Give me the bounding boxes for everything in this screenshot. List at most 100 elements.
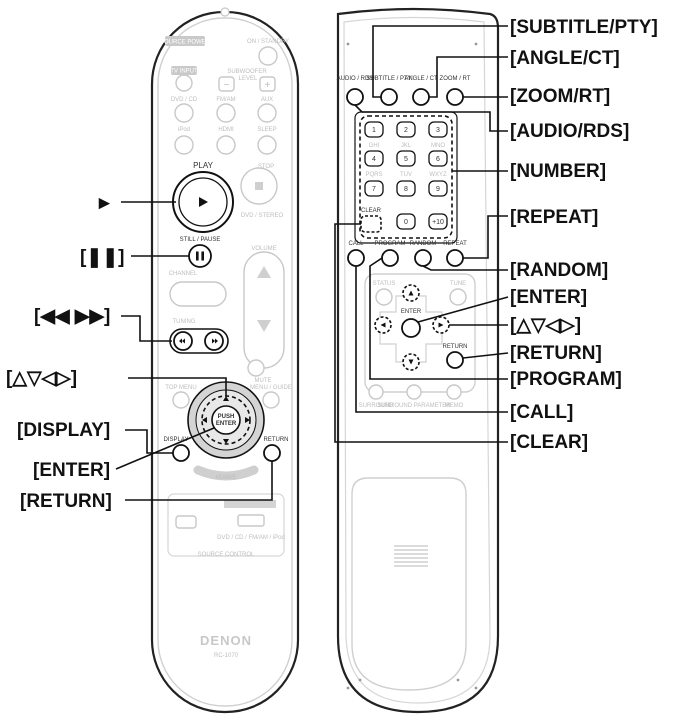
key-5[interactable] xyxy=(396,150,416,167)
tv-input-badge xyxy=(171,66,197,75)
skip-back-icon xyxy=(179,338,185,344)
subtitle-pty-label: SUBTITLE / PTY xyxy=(366,76,411,82)
volume-down-icon xyxy=(257,320,271,332)
right-remote-inner-edge xyxy=(343,16,491,704)
pause-icon-bar-left xyxy=(196,251,199,261)
source-power-label: SOURCE POWER xyxy=(160,40,211,46)
subwoofer-plus-button[interactable] xyxy=(259,76,276,92)
callout-random: [RANDOM] xyxy=(510,260,608,281)
source-switch[interactable] xyxy=(237,514,265,527)
cursor-down-icon xyxy=(223,439,229,444)
aux-label: AUX xyxy=(261,97,273,103)
left-remote-inner-edge xyxy=(157,17,293,707)
tune-button[interactable] xyxy=(449,288,467,306)
key-8[interactable] xyxy=(396,180,416,197)
screw-hole xyxy=(346,686,350,690)
dvd-cd-button[interactable] xyxy=(174,103,194,123)
surround-button[interactable] xyxy=(368,384,384,400)
leader-program xyxy=(369,257,508,380)
leader-angle xyxy=(429,56,508,98)
mute-label: MUTE xyxy=(255,378,272,384)
angle-ct-button[interactable] xyxy=(412,88,430,106)
leader-random xyxy=(422,265,508,271)
key-7[interactable] xyxy=(364,180,384,197)
screw-hole xyxy=(358,678,362,682)
key-6[interactable] xyxy=(428,150,448,167)
play-icon xyxy=(199,197,208,207)
menu-guide-button[interactable] xyxy=(262,391,280,409)
key-plus10[interactable] xyxy=(428,213,448,230)
leader-call xyxy=(355,266,508,413)
tv-input-label: TV INPUT xyxy=(170,69,198,75)
key-2[interactable] xyxy=(396,121,416,138)
fm-am-label: FM/AM xyxy=(216,97,235,103)
sleep-label: SLEEP xyxy=(257,127,276,133)
key-2-label: 2 xyxy=(404,127,408,134)
subwoofer-minus-button[interactable] xyxy=(218,76,235,92)
audio-rds-button[interactable] xyxy=(346,88,364,106)
subwoofer-label: SUBWOOFER xyxy=(227,69,267,75)
cursor-left-icon xyxy=(202,417,207,423)
repeat-label: REPEAT xyxy=(443,241,467,247)
leader-skip xyxy=(121,315,172,342)
clear-button[interactable] xyxy=(360,215,382,233)
display-button[interactable] xyxy=(172,444,190,462)
aux-button[interactable] xyxy=(257,103,277,123)
fm-am-button[interactable] xyxy=(216,103,236,123)
key-1[interactable] xyxy=(364,121,384,138)
callout-program: [PROGRAM] xyxy=(510,369,622,390)
hdmi-button[interactable] xyxy=(216,135,236,155)
source-control-panel xyxy=(167,493,285,557)
source-select-button[interactable] xyxy=(175,515,197,529)
source-power-badge xyxy=(165,36,205,46)
memo-button[interactable] xyxy=(446,384,462,400)
surround-parameter-button[interactable] xyxy=(406,384,422,400)
repeat-button[interactable] xyxy=(446,249,464,267)
stop-icon xyxy=(255,182,263,190)
return-key-button[interactable] xyxy=(446,351,464,369)
callout-repeat: [REPEAT] xyxy=(510,207,598,228)
left-callouts: ► [❚❚] [◀◀ ▶▶] [△▽◁▷] [DISPLAY] [ENTER] … xyxy=(6,193,273,512)
call-button[interactable] xyxy=(347,249,365,267)
key-9[interactable] xyxy=(428,180,448,197)
angle-ct-label: ANGLE / CT xyxy=(404,76,438,82)
callout-pause: [❚❚] xyxy=(80,247,125,268)
volume-label: VOLUME xyxy=(251,246,276,252)
key-3[interactable] xyxy=(428,121,448,138)
callout-cursor-left: [△▽◁▷] xyxy=(6,368,77,389)
play-label: PLAY xyxy=(193,161,214,170)
screw-hole xyxy=(474,686,478,690)
pause-button[interactable] xyxy=(188,244,212,268)
mute-button[interactable] xyxy=(247,359,265,377)
menu-guide-label: MENU / GUIDE xyxy=(250,385,292,391)
top-menu-button[interactable] xyxy=(172,391,190,409)
return-button[interactable] xyxy=(263,444,281,462)
enter-key-label: ENTER xyxy=(401,309,422,315)
callout-enter-left: [ENTER] xyxy=(33,460,110,481)
key-5-label: 5 xyxy=(404,156,408,163)
cursor-right-icon xyxy=(245,417,250,423)
status-label: STATUS xyxy=(373,281,396,287)
channel-rocker[interactable] xyxy=(169,281,227,307)
program-button[interactable] xyxy=(381,249,399,267)
key-0[interactable] xyxy=(396,213,416,230)
hdmi-arc-label: HDMI/E xyxy=(216,475,237,481)
key-3-label: 3 xyxy=(436,127,440,134)
memo-label: MEMO xyxy=(445,403,464,409)
number-pad-highlight xyxy=(359,115,453,239)
callout-display: [DISPLAY] xyxy=(17,420,110,441)
callout-cursor-right: [△▽◁▷] xyxy=(510,315,581,336)
subtitle-pty-button[interactable] xyxy=(380,88,398,106)
key-4-label: 4 xyxy=(372,156,376,163)
status-button[interactable] xyxy=(375,288,393,306)
tv-input-button[interactable] xyxy=(175,74,193,92)
push-enter-button[interactable] xyxy=(211,405,241,435)
sleep-button[interactable] xyxy=(257,135,277,155)
power-button[interactable] xyxy=(258,46,278,66)
ipod-button[interactable] xyxy=(174,135,194,155)
zoom-rt-button[interactable] xyxy=(446,88,464,106)
enter-button[interactable] xyxy=(401,318,421,338)
key-4[interactable] xyxy=(364,150,384,167)
random-button[interactable] xyxy=(414,249,432,267)
top-menu-label: TOP MENU xyxy=(165,385,196,391)
